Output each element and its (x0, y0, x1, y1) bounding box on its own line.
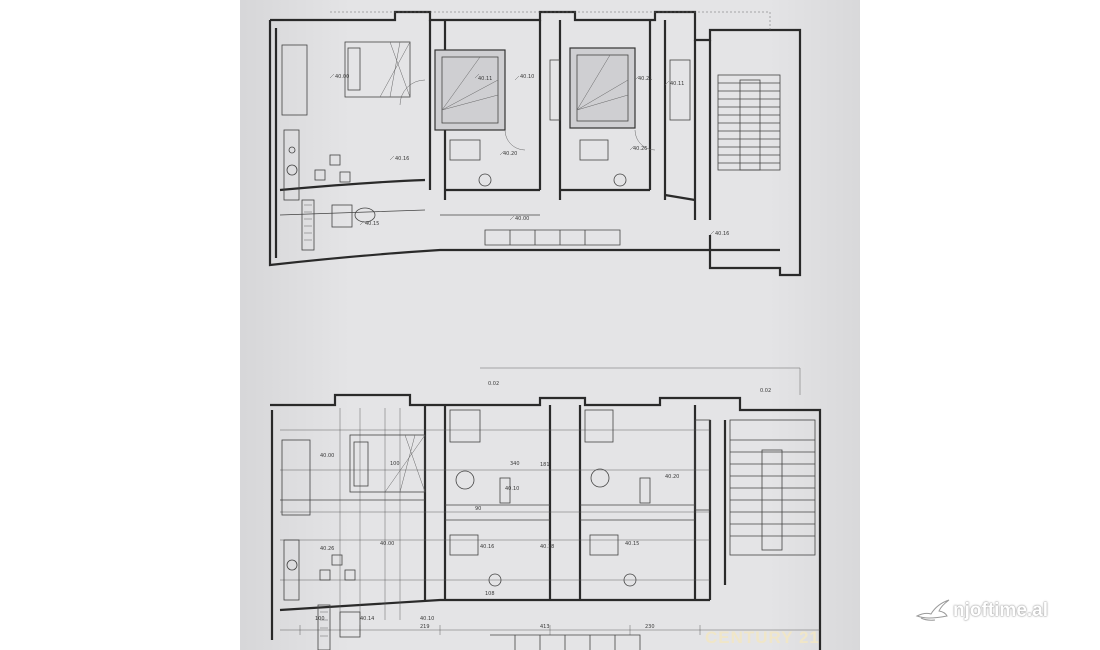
area-label: 40.00 (380, 541, 394, 547)
brand-name: njoftime.al (953, 600, 1049, 621)
floor-plans: 40.00 40.16 40.11 40.10 40.21 40.11 40.2… (268, 10, 822, 650)
area-label: 40.16 (715, 231, 729, 237)
area-label: 40.15 (625, 541, 639, 547)
area-label: 40.16 (395, 156, 409, 162)
area-label: 40.16 (480, 544, 494, 550)
elevation-label: 0.02 (488, 381, 499, 387)
dimension-label: 230 (645, 624, 655, 630)
dimension-label: 90 (475, 506, 481, 512)
bottom-floor-plan: 0.02 0.02 40.00 40.26 40.00 40.20 40.10 … (270, 367, 822, 650)
area-label: 40.21 (638, 76, 652, 82)
dove-icon (915, 596, 951, 627)
area-label: 40.20 (665, 474, 679, 480)
area-label: 40.11 (478, 76, 492, 82)
dimension-label: 219 (420, 624, 430, 630)
area-label: 40.00 (335, 74, 349, 80)
dimension-label: 100 (315, 616, 325, 622)
area-label: 40.10 (505, 486, 519, 492)
dimension-label: 100 (390, 461, 400, 467)
brand-logo[interactable]: njoftime.al (915, 596, 1048, 626)
area-label: 40.10 (420, 616, 434, 622)
area-label: 40.26 (633, 146, 647, 152)
dimension-label: 413 (540, 624, 550, 630)
dimension-label: 181 (540, 462, 550, 468)
area-label: 40.00 (515, 216, 529, 222)
area-label: 40.00 (320, 453, 334, 459)
floor-plan-sheet: 40.00 40.16 40.11 40.10 40.21 40.11 40.2… (240, 0, 860, 650)
area-label: 40.11 (670, 81, 684, 87)
area-label: 40.20 (503, 151, 517, 157)
top-floor-plan: 40.00 40.16 40.11 40.10 40.21 40.11 40.2… (268, 10, 802, 277)
dimension-label: 108 (485, 591, 495, 597)
area-label: 40.15 (365, 221, 379, 227)
area-label: 40.14 (360, 616, 374, 622)
area-label: 40.18 (540, 544, 554, 550)
area-label: 40.10 (520, 74, 534, 80)
century21-watermark: CENTURY 21 (705, 628, 820, 647)
dimension-label: 340 (510, 461, 520, 467)
area-label: 40.26 (320, 546, 334, 552)
elevation-label: 0.02 (760, 388, 771, 394)
